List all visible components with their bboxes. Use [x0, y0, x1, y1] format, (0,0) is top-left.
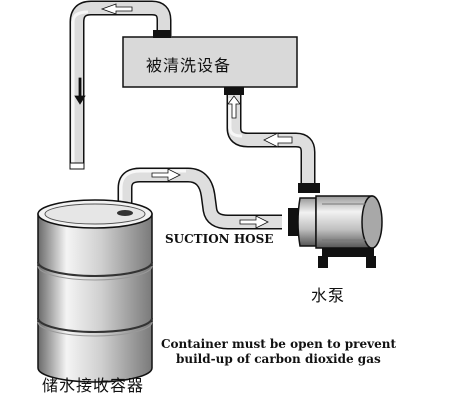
- pump-outlet-fitting: [298, 183, 320, 193]
- equipment-top-fitting: [153, 30, 171, 38]
- equipment-bottom-fitting: [224, 87, 244, 95]
- suction-hose-label: SUCTION HOSE: [165, 232, 274, 246]
- container-label: 储水接收容器: [42, 376, 145, 395]
- equipment-box: [122, 36, 298, 88]
- container-note-line1: Container must be open to prevent: [161, 337, 396, 351]
- container-note-line2: build-up of carbon dioxide gas: [176, 352, 381, 366]
- pump-base: [322, 247, 374, 257]
- water-pump: [288, 195, 383, 268]
- equipment-label: 被清洗设备: [146, 56, 232, 75]
- pump-label: 水泵: [311, 286, 346, 305]
- flow-arrow-icon: [74, 3, 293, 229]
- water-drum: [37, 199, 153, 383]
- discharge-hose: [69, 0, 172, 170]
- suction-hose: [117, 167, 282, 230]
